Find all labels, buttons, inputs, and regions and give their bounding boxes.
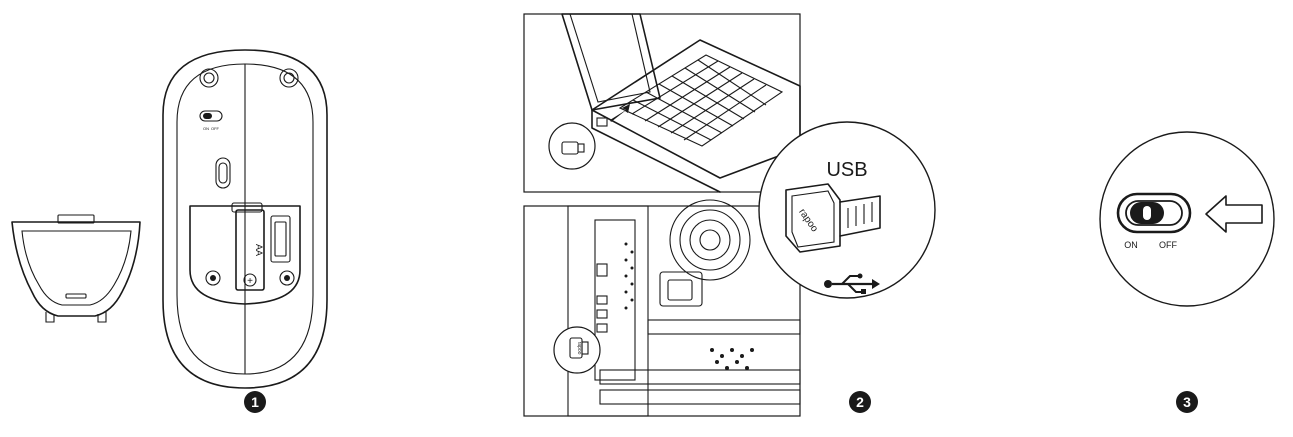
- step-3-panel: ON OFF 3: [1099, 131, 1275, 413]
- desktop-callout-brand: rapoo: [576, 342, 582, 355]
- receiver-storage-slot: [270, 215, 291, 263]
- mouse-switch-on-label: ON: [203, 126, 209, 131]
- mouse-power-switch[interactable]: [199, 110, 223, 122]
- battery-cover: [11, 214, 141, 323]
- step-2-panel: rapoo USB rapoo: [523, 13, 936, 417]
- battery-compartment: [189, 205, 301, 305]
- switch-off-label: OFF: [1159, 240, 1177, 250]
- switch-on-label: ON: [1124, 240, 1138, 250]
- optical-sensor: [215, 157, 231, 189]
- power-switch[interactable]: [1116, 192, 1192, 234]
- usb-label: USB: [826, 159, 867, 181]
- usb-symbol-icon: [824, 273, 880, 294]
- step-2-badge: [849, 391, 871, 413]
- step-3-badge: [1176, 391, 1198, 413]
- step-1-number: 1: [251, 394, 259, 410]
- step-2-number: 2: [856, 394, 864, 410]
- aa-battery: [235, 209, 265, 291]
- battery-aa-label: AA: [254, 244, 264, 256]
- step-1-badge: [244, 391, 266, 413]
- step-3-number: 3: [1183, 394, 1191, 410]
- laptop-illustration: [523, 13, 801, 193]
- mouse-switch-off-label: OFF: [211, 126, 220, 131]
- mouse-underside: ON OFF AA +: [162, 49, 328, 389]
- step-1-panel: ON OFF AA + 1: [11, 49, 328, 413]
- desktop-illustration: rapoo: [523, 199, 801, 417]
- slide-left-arrow-icon: [1205, 195, 1263, 233]
- battery-plus-label: +: [247, 276, 253, 287]
- usb-receiver-callout: USB rapoo: [758, 121, 936, 299]
